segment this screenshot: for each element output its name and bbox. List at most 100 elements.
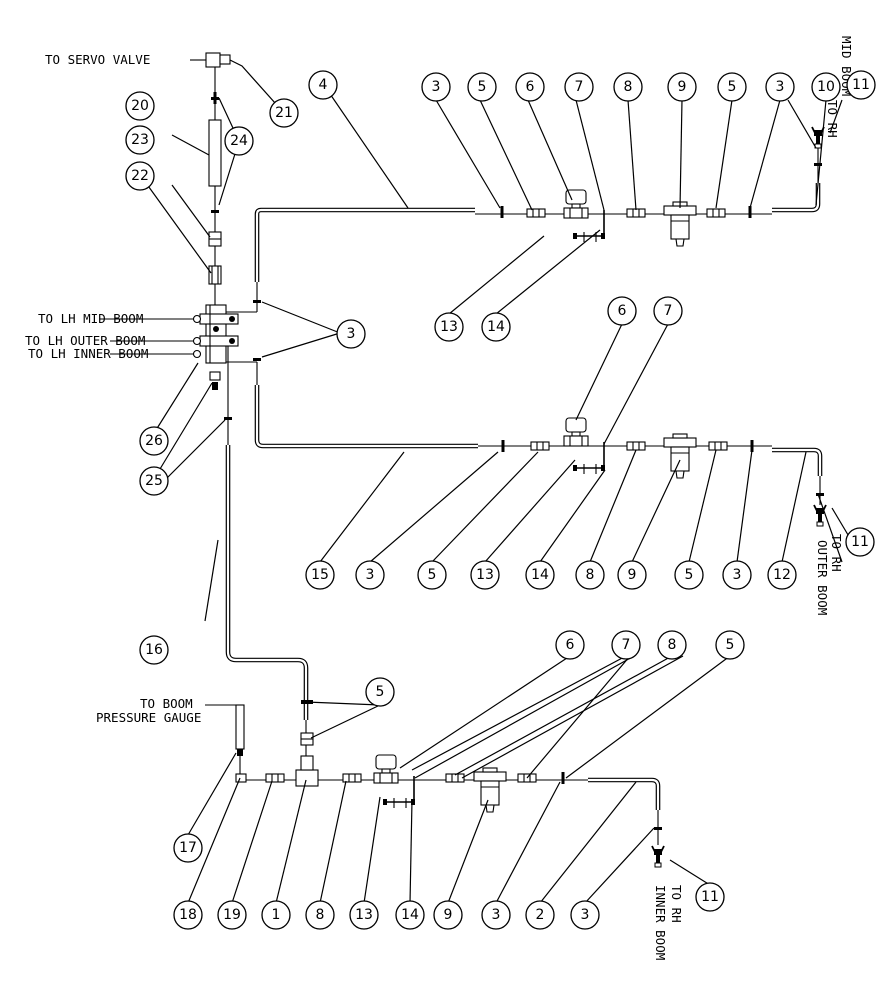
- svg-text:9: 9: [678, 79, 687, 95]
- svg-text:6: 6: [526, 79, 535, 95]
- callout-7: 7: [611, 630, 641, 660]
- callout-24: 24: [224, 126, 254, 156]
- callout-17: 17: [173, 833, 203, 863]
- svg-text:9: 9: [628, 567, 637, 583]
- manifold-stack: [100, 52, 261, 420]
- upper-row-components: [500, 126, 825, 247]
- svg-text:22: 22: [131, 168, 149, 184]
- svg-text:3: 3: [347, 326, 356, 342]
- callout-7: 7: [564, 72, 594, 102]
- svg-text:19: 19: [223, 907, 241, 923]
- svg-text:2: 2: [536, 907, 545, 923]
- callout-12: 12: [767, 560, 797, 590]
- callout-14: 14: [525, 560, 555, 590]
- svg-text:3: 3: [581, 907, 590, 923]
- callout-11: 11: [846, 70, 876, 100]
- callout-14: 14: [481, 312, 511, 342]
- callout-3: 3: [355, 560, 385, 590]
- label-to-rh-3: TO RH: [669, 885, 684, 923]
- svg-text:11: 11: [852, 77, 870, 93]
- callout-20: 20: [125, 91, 155, 121]
- svg-text:10: 10: [817, 79, 835, 95]
- svg-text:3: 3: [432, 79, 441, 95]
- callout-8: 8: [305, 900, 335, 930]
- lower-row-components: [205, 700, 665, 868]
- label-to-rh-1: TO RH: [825, 100, 840, 138]
- svg-text:25: 25: [145, 473, 163, 489]
- callout-19: 19: [217, 900, 247, 930]
- callout-5: 5: [417, 560, 447, 590]
- callout-5: 5: [365, 677, 395, 707]
- leader-lines: [145, 59, 861, 904]
- callout-balloons: 21 20 2 3 24 22 4 3 5 6 7 8 9 5 3 10 11 1…: [125, 70, 876, 930]
- callout-10: 10: [811, 72, 841, 102]
- callout-3: 3: [336, 319, 366, 349]
- svg-text:5: 5: [726, 637, 735, 653]
- callout-21: 21: [269, 98, 299, 128]
- callout-11: 11: [845, 527, 875, 557]
- callout-6: 6: [607, 296, 637, 326]
- callout-3: 3: [570, 900, 600, 930]
- svg-text:20: 20: [131, 98, 149, 114]
- callout-15: 15: [305, 560, 335, 590]
- svg-text:26: 26: [145, 433, 163, 449]
- svg-text:4: 4: [319, 77, 328, 93]
- callout-8: 8: [575, 560, 605, 590]
- callout-18: 18: [173, 900, 203, 930]
- svg-text:3: 3: [492, 907, 501, 923]
- callout-13: 13: [470, 560, 500, 590]
- svg-text:11: 11: [701, 889, 719, 905]
- callout-6: 6: [515, 72, 545, 102]
- label-to-rh-2: TO RH: [829, 534, 844, 572]
- pipes: [214, 60, 823, 845]
- svg-text:18: 18: [179, 907, 197, 923]
- callout-9: 9: [433, 900, 463, 930]
- callout-3: 3: [722, 560, 752, 590]
- svg-text:7: 7: [622, 637, 631, 653]
- callout-22: 22: [125, 161, 155, 191]
- svg-text:14: 14: [401, 907, 419, 923]
- callout-5: 5: [715, 630, 745, 660]
- svg-text:14: 14: [531, 567, 549, 583]
- label-to-boom: TO BOOM: [140, 696, 193, 711]
- svg-text:8: 8: [624, 79, 633, 95]
- label-to-lh-inner-boom: TO LH INNER BOOM: [28, 346, 148, 361]
- callout-2: 2: [525, 900, 555, 930]
- callout-5: 5: [717, 72, 747, 102]
- label-outer-boom: OUTER BOOM: [815, 540, 830, 615]
- svg-text:15: 15: [311, 567, 329, 583]
- callout-5: 5: [467, 72, 497, 102]
- svg-text:6: 6: [566, 637, 575, 653]
- svg-text:6: 6: [618, 303, 627, 319]
- callout-8: 8: [657, 630, 687, 660]
- callout-7: 7: [653, 296, 683, 326]
- callout-26: 26: [139, 426, 169, 456]
- callout-8: 8: [613, 72, 643, 102]
- callout-11: 11: [695, 882, 725, 912]
- callout-3: 3: [481, 900, 511, 930]
- svg-text:21: 21: [275, 105, 293, 121]
- callout-9: 9: [667, 72, 697, 102]
- svg-text:8: 8: [668, 637, 677, 653]
- callout-3: 3: [421, 72, 451, 102]
- svg-text:1: 1: [272, 907, 281, 923]
- svg-text:5: 5: [685, 567, 694, 583]
- callout-3: 3: [765, 72, 795, 102]
- svg-text:3: 3: [366, 567, 375, 583]
- svg-text:5: 5: [428, 567, 437, 583]
- label-to-lh-outer-boom: TO LH OUTER BOOM: [25, 333, 145, 348]
- svg-text:11: 11: [851, 534, 869, 550]
- callout-25: 25: [139, 466, 169, 496]
- svg-text:16: 16: [145, 642, 163, 658]
- callout-4: 4: [308, 70, 338, 100]
- callout-6: 6: [555, 630, 585, 660]
- svg-text:17: 17: [179, 840, 197, 856]
- svg-text:5: 5: [478, 79, 487, 95]
- callout-1: 1: [261, 900, 291, 930]
- svg-text:13: 13: [440, 319, 458, 335]
- callout-16: 16: [139, 635, 169, 665]
- svg-text:7: 7: [664, 303, 673, 319]
- svg-text:13: 13: [476, 567, 494, 583]
- svg-text:9: 9: [444, 907, 453, 923]
